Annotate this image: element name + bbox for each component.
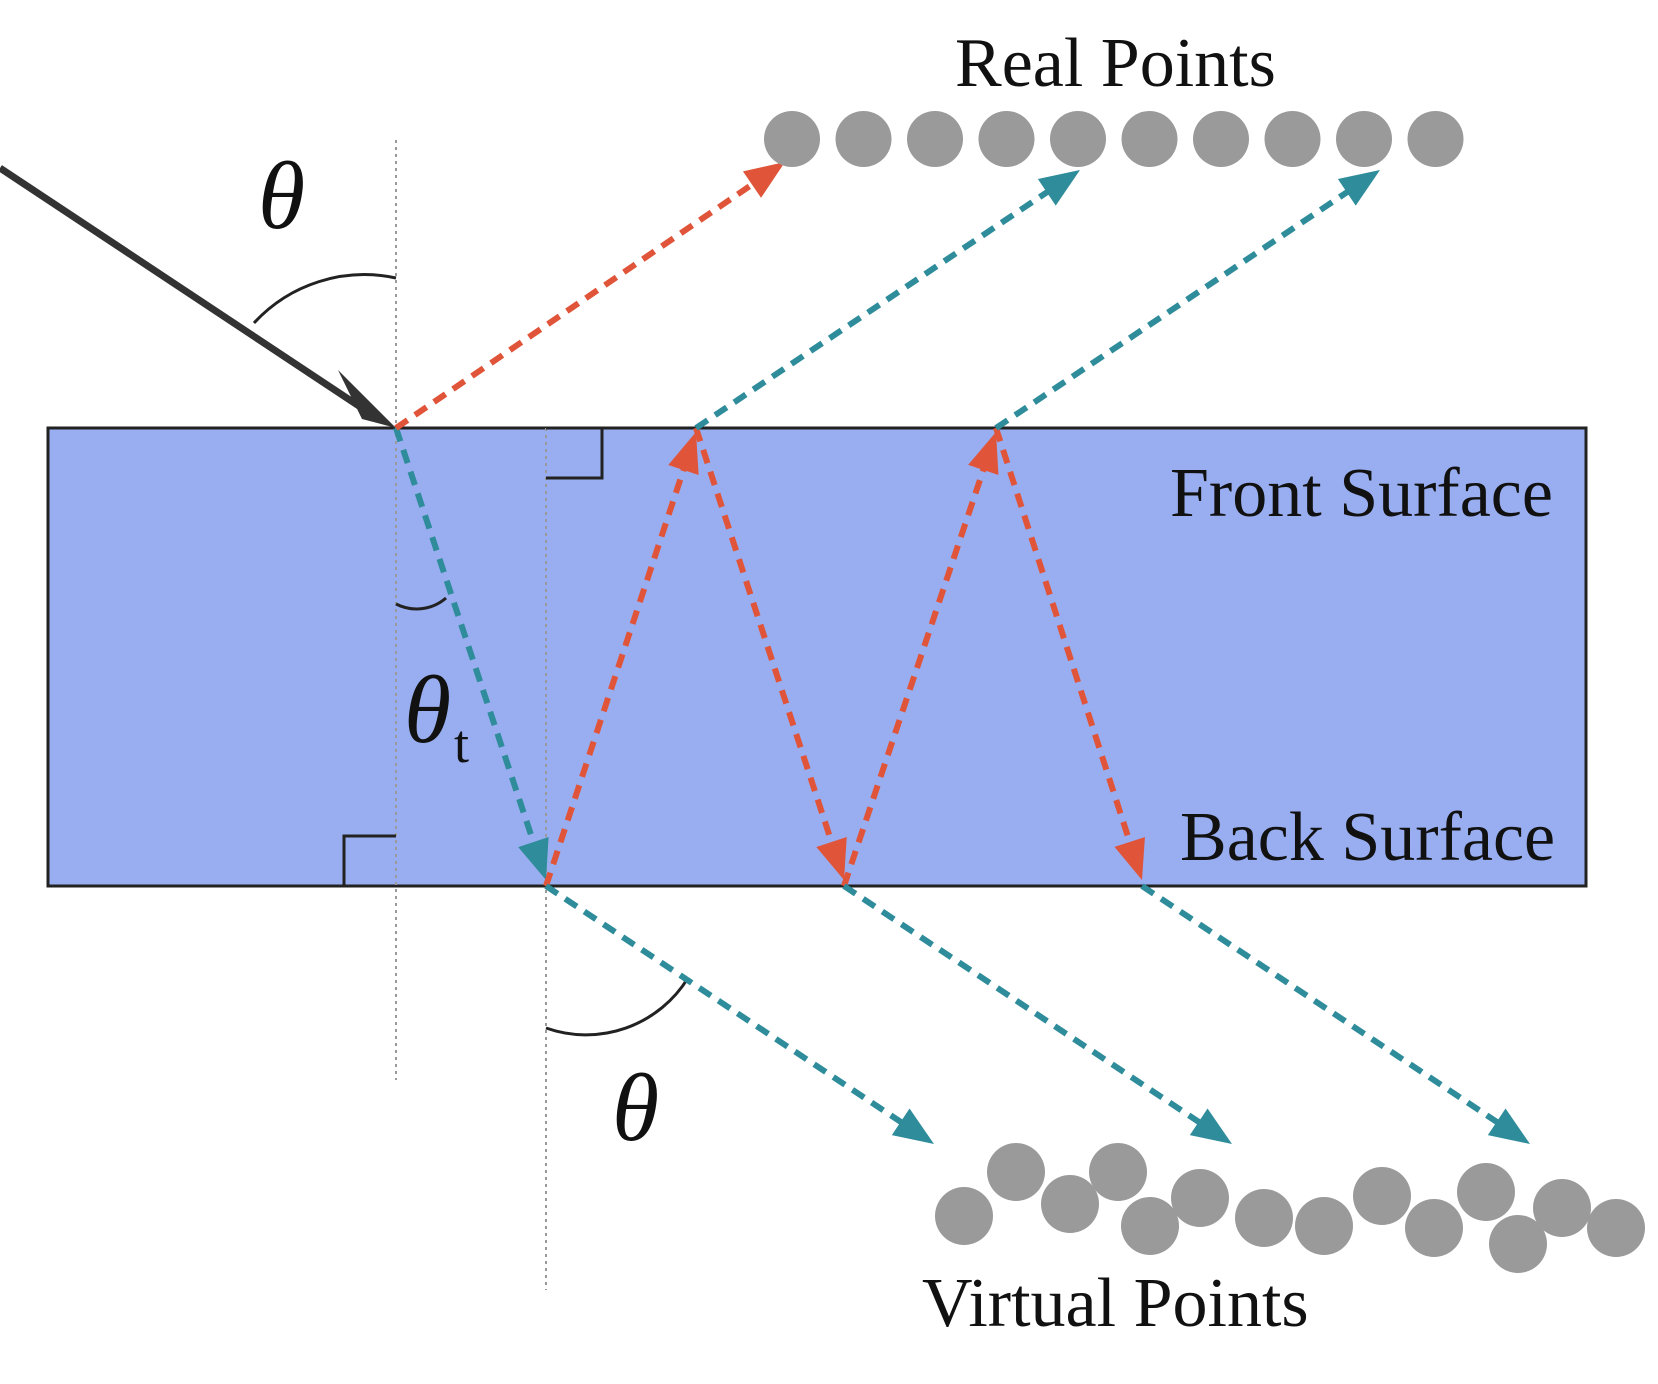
real-point bbox=[835, 111, 892, 167]
virtual-point bbox=[1353, 1167, 1411, 1225]
virtual-point bbox=[935, 1187, 993, 1245]
emerging-ray-back-3-arrowhead bbox=[1487, 1108, 1530, 1144]
emerging-ray-back-1 bbox=[544, 883, 911, 1130]
real-point bbox=[1121, 111, 1178, 167]
real-point bbox=[1264, 111, 1321, 167]
internal-ray-2-up bbox=[841, 459, 990, 887]
internal-ray-1-down-arrowhead bbox=[816, 837, 847, 880]
real-point bbox=[1407, 111, 1464, 167]
real-point bbox=[907, 111, 963, 167]
real-point bbox=[1336, 111, 1392, 167]
real-point bbox=[1050, 111, 1106, 167]
emerging-ray-front-1 bbox=[694, 184, 1057, 431]
ray-paths bbox=[393, 162, 1530, 1144]
virtual-point bbox=[1295, 1197, 1353, 1255]
theta-t-label: θ bbox=[404, 656, 451, 763]
incident-arrowhead bbox=[338, 370, 396, 428]
front-surface-label: Front Surface bbox=[1170, 455, 1553, 532]
virtual-points-cluster bbox=[935, 1143, 1645, 1273]
virtual-points-label: Virtual Points bbox=[922, 1265, 1309, 1342]
theta-incident-label: θ bbox=[258, 142, 305, 249]
virtual-point bbox=[1089, 1143, 1147, 1201]
incident-ray bbox=[0, 165, 382, 423]
angle-arc-exit bbox=[545, 977, 690, 1037]
virtual-point bbox=[1533, 1179, 1591, 1237]
virtual-point bbox=[1587, 1199, 1645, 1257]
emerging-ray-front-2 bbox=[994, 184, 1357, 431]
internal-ray-1-down bbox=[693, 427, 838, 853]
virtual-point bbox=[1235, 1189, 1293, 1247]
internal-ray-1-up bbox=[543, 459, 690, 887]
internal-ray-2-down bbox=[993, 427, 1136, 853]
real-points-row bbox=[764, 111, 1464, 167]
real-point bbox=[978, 111, 1035, 167]
virtual-point bbox=[987, 1143, 1045, 1201]
back-surface-label: Back Surface bbox=[1180, 799, 1555, 876]
virtual-point bbox=[1171, 1169, 1229, 1227]
virtual-point bbox=[1489, 1215, 1547, 1273]
glass-slab bbox=[46, 426, 1588, 888]
internal-ray-1-up-arrowhead bbox=[668, 432, 699, 476]
emerging-ray-back-2-arrowhead bbox=[1189, 1108, 1232, 1144]
emerging-ray-back-2 bbox=[842, 883, 1209, 1130]
theta-t-subscript: t bbox=[454, 714, 469, 774]
theta-exit-label: θ bbox=[612, 1054, 659, 1161]
right-angle-mark-back bbox=[342, 834, 396, 886]
emerging-ray-front-2-arrowhead bbox=[1337, 170, 1380, 206]
emerging-ray-back-3 bbox=[1140, 883, 1507, 1130]
real-point bbox=[764, 111, 820, 167]
virtual-point bbox=[1457, 1163, 1515, 1221]
reflected-ray-front bbox=[394, 176, 762, 431]
transmitted-ray-arrowhead bbox=[518, 836, 549, 880]
emerging-ray-front-1-arrowhead bbox=[1037, 170, 1080, 206]
internal-ray-2-down-arrowhead bbox=[1114, 837, 1145, 880]
transmitted-ray bbox=[393, 427, 540, 853]
right-angle-mark-front bbox=[546, 426, 604, 480]
reflected-ray-front-arrowhead bbox=[742, 162, 785, 198]
virtual-point bbox=[1405, 1199, 1463, 1257]
virtual-point bbox=[1121, 1197, 1179, 1255]
angle-arc-incident bbox=[252, 273, 397, 325]
internal-ray-2-up-arrowhead bbox=[968, 432, 999, 476]
real-point bbox=[1193, 111, 1249, 167]
virtual-point bbox=[1041, 1175, 1099, 1233]
real-points-label: Real Points bbox=[955, 25, 1276, 102]
emerging-ray-back-1-arrowhead bbox=[891, 1108, 934, 1144]
angle-arc-transmitted bbox=[395, 596, 447, 611]
